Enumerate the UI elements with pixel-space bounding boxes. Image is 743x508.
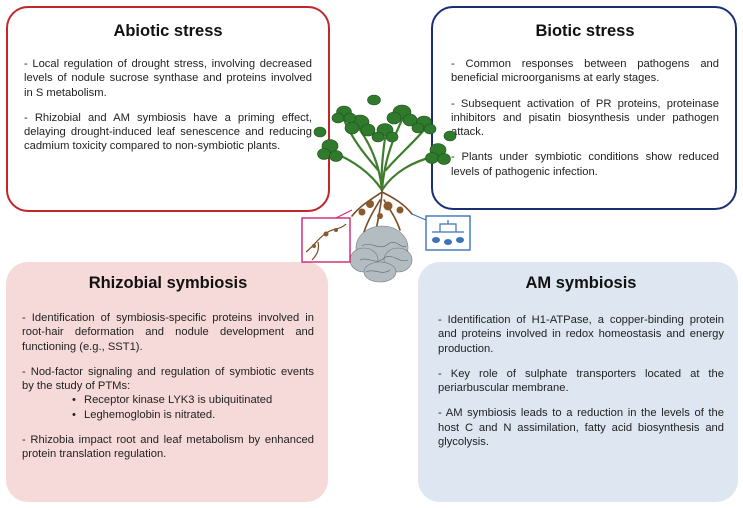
am-item-1: - Identification of H1-ATPase, a copper-…: [438, 314, 724, 355]
biotic-stress-body: - Common responses between pathogens and…: [451, 57, 719, 179]
biotic-stress-panel: Biotic stress - Common responses between…: [431, 6, 737, 210]
am-inset: [411, 213, 471, 251]
biotic-stress-title: Biotic stress: [535, 22, 635, 40]
mycorrhizal-texture: [359, 242, 409, 273]
ptm-bullet-2: Leghemoglobin is nitrated.: [72, 408, 314, 423]
am-item-3: - AM symbiosis leads to a reduction in t…: [438, 407, 724, 449]
ptm-bullet-1: Receptor kinase LYK3 is ubiquitinated: [72, 393, 314, 408]
plant-illustration: [301, 94, 471, 283]
rhizobial-symbiosis-panel: Rhizobial symbiosis - Identification of …: [6, 262, 328, 502]
trefoil-leaves: [313, 94, 457, 165]
rhizobial-inset: [301, 209, 353, 263]
abiotic-item-2: - Rhizobial and AM symbiosis have a prim…: [24, 111, 312, 153]
biotic-item-3: - Plants under symbiotic conditions show…: [451, 151, 719, 178]
abiotic-item-1: - Local regulation of drought stress, in…: [24, 58, 312, 99]
rhizobial-symbiosis-title: Rhizobial symbiosis: [88, 274, 248, 292]
abiotic-stress-panel: Abiotic stress - Local regulation of dro…: [6, 6, 330, 212]
biotic-item-2: - Subsequent activation of PR proteins, …: [451, 97, 719, 139]
rhizobial-item-3: - Rhizobia impact root and leaf metaboli…: [22, 434, 314, 461]
am-symbiosis-title: AM symbiosis: [525, 274, 637, 292]
am-symbiosis-panel: AM symbiosis - Identification of H1-ATPa…: [418, 262, 738, 502]
ptm-bullet-list: Receptor kinase LYK3 is ubiquitinated Le…: [22, 393, 314, 422]
am-symbiosis-body: - Identification of H1-ATPase, a copper-…: [438, 313, 724, 449]
abiotic-stress-title: Abiotic stress: [113, 22, 223, 40]
biotic-item-1: - Common responses between pathogens and…: [451, 58, 719, 85]
mycorrhizal-roots: [349, 225, 413, 283]
rhizobial-symbiosis-body: - Identification of symbiosis-specific p…: [22, 311, 314, 462]
root-nodules: [358, 200, 404, 219]
am-item-2: - Key role of sulphate transporters loca…: [438, 367, 724, 395]
rhizobial-item-1: - Identification of symbiosis-specific p…: [22, 312, 314, 353]
rhizobial-item-2: - Nod-factor signaling and regulation of…: [22, 365, 314, 393]
abiotic-stress-body: - Local regulation of drought stress, in…: [24, 57, 312, 154]
